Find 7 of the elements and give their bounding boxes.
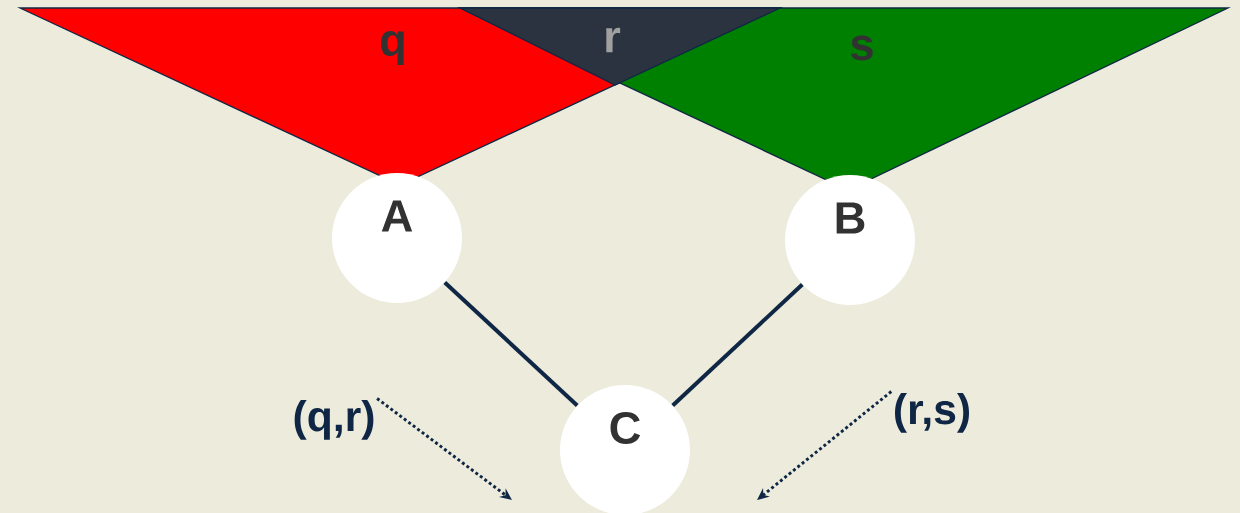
pair-label: (r,s) [895,393,969,433]
circle-node: B [785,175,915,305]
circle-node: A [332,173,462,303]
connector-line [443,280,579,407]
arrow [757,390,893,500]
connector-line [671,283,804,407]
pair-label: (q,r) [294,400,374,440]
